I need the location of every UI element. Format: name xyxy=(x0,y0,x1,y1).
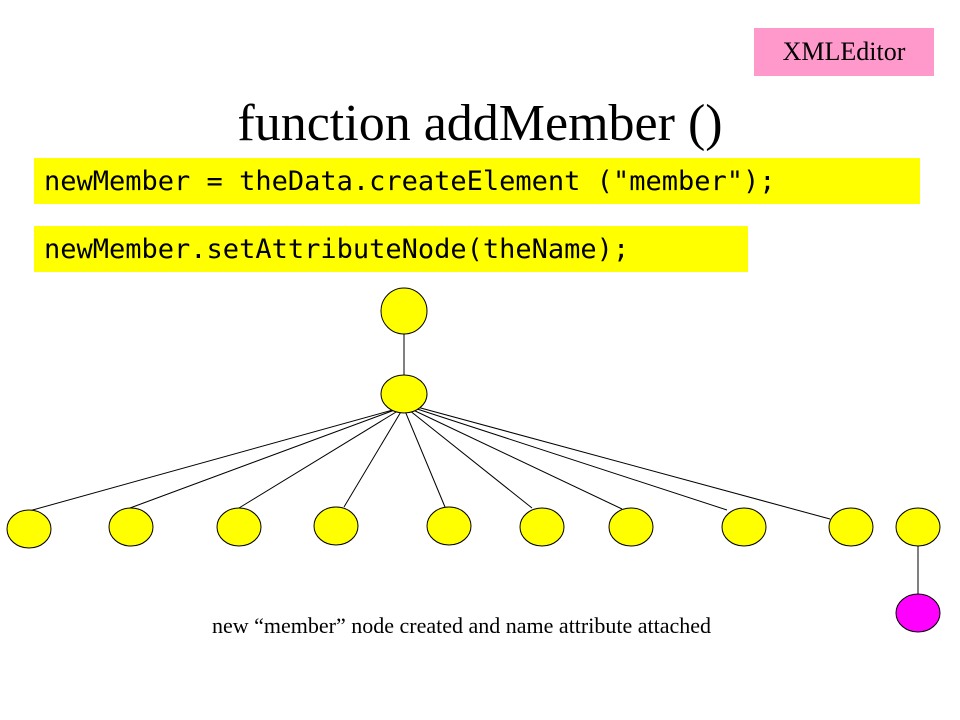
child-node-9 xyxy=(828,507,874,547)
code-line-create-element: newMember = theData.createElement ("memb… xyxy=(34,158,920,204)
edge-parent-to-child-4 xyxy=(343,409,403,508)
child-node-5 xyxy=(426,506,472,546)
child-node-4 xyxy=(313,506,359,546)
child-node-1 xyxy=(6,509,52,549)
edge-parent-to-child-7 xyxy=(410,408,623,510)
edge-parent-to-child-3 xyxy=(238,408,402,509)
name-attribute-node xyxy=(895,593,941,633)
tree-edges xyxy=(28,334,919,594)
xmleditor-badge: XMLEditor xyxy=(754,28,934,76)
edge-parent-to-child-1 xyxy=(28,407,401,512)
edge-parent-to-child-6 xyxy=(408,409,533,509)
code-line-set-attribute: newMember.setAttributeNode(theName); xyxy=(34,226,748,272)
child-node-3 xyxy=(216,507,262,547)
edge-parent-to-child-9 xyxy=(416,406,831,520)
parent-node xyxy=(380,374,428,414)
child-node-2 xyxy=(108,507,154,547)
child-node-7 xyxy=(608,507,654,547)
edge-parent-to-child-5 xyxy=(404,410,446,508)
slide-title: function addMember () xyxy=(237,95,723,152)
edge-parent-to-child-8 xyxy=(413,407,728,511)
diagram-caption: new “member” node created and name attri… xyxy=(212,613,712,638)
new-member-node xyxy=(895,507,941,547)
child-node-8 xyxy=(721,507,767,547)
tree-nodes xyxy=(6,287,941,633)
edge-parent-to-child-2 xyxy=(129,407,401,509)
root-node xyxy=(380,287,428,335)
child-node-6 xyxy=(519,507,565,547)
